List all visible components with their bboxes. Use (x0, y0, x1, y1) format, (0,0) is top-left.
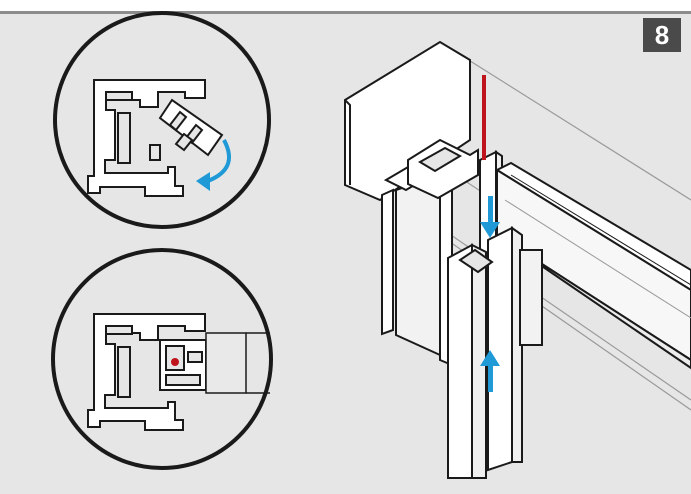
frame-profile-cross-section-top (87, 79, 206, 197)
locked-clip-bottom (159, 339, 207, 391)
detail-circle-bottom (51, 248, 273, 470)
move-arrows-icon (480, 196, 500, 392)
rotating-clip-top (158, 98, 224, 157)
glass-panel-bottom (205, 332, 270, 394)
left-post (381, 168, 453, 367)
isometric-view (344, 40, 691, 479)
rotate-arrow-icon (204, 139, 231, 184)
top-rule (0, 0, 691, 14)
top-clip (383, 138, 479, 200)
lower-profile (447, 226, 523, 479)
frame-profile-cross-section-bottom (87, 313, 206, 431)
detail-circle-top (53, 11, 271, 229)
backing-plate (519, 249, 543, 346)
step-number-badge: 8 (643, 18, 681, 52)
glass-rail (494, 161, 691, 370)
red-marker-strip (482, 75, 486, 160)
lock-point-icon (171, 358, 179, 366)
